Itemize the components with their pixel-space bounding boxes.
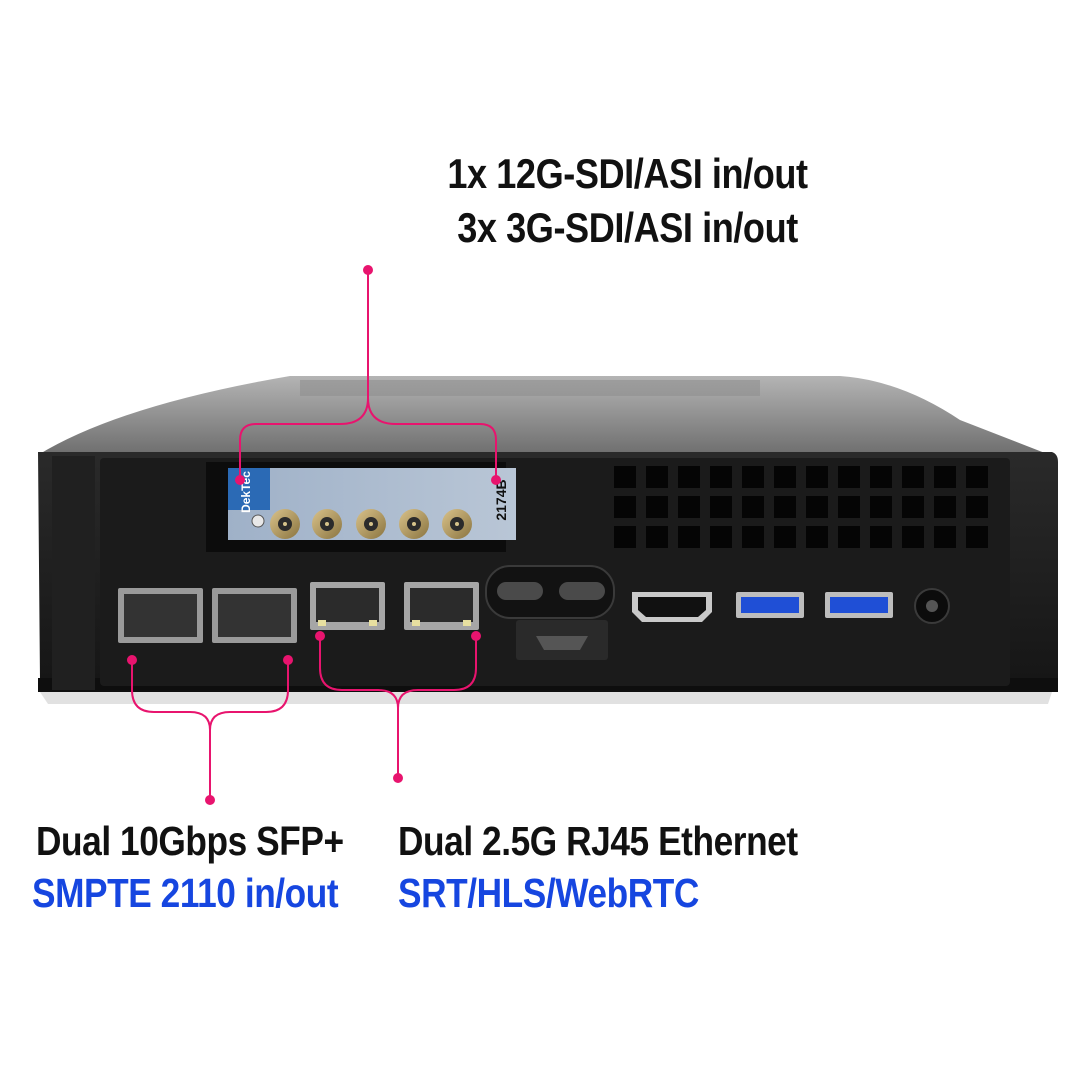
- bnc-connectors: [270, 509, 472, 539]
- vent-slot: [838, 526, 860, 548]
- hdmi-port: [632, 592, 712, 622]
- sfp-callout-title: Dual 10Gbps SFP+: [36, 818, 344, 864]
- vent-grid: [614, 466, 988, 548]
- vent-slot: [806, 466, 828, 488]
- vent-slot: [646, 466, 668, 488]
- vent-slot: [870, 526, 892, 548]
- rj45-ports: [310, 582, 479, 630]
- callout-lines: [131, 270, 497, 800]
- vent-slot: [806, 526, 828, 548]
- bnc-port: [356, 509, 386, 539]
- vent-slot: [742, 466, 764, 488]
- vent-slot: [902, 496, 924, 518]
- vent-slot: [806, 496, 828, 518]
- vent-slot: [774, 526, 796, 548]
- vent-slot: [902, 526, 924, 548]
- bnc-port: [312, 509, 342, 539]
- vent-slot: [710, 466, 732, 488]
- sfp-cages: [118, 588, 297, 643]
- sdi-card: DekTec 2174B: [206, 462, 516, 552]
- bnc-port: [442, 509, 472, 539]
- bnc-port: [270, 509, 300, 539]
- vent-slot: [742, 496, 764, 518]
- vent-slot: [902, 466, 924, 488]
- vent-slot: [966, 466, 988, 488]
- vent-slot: [774, 496, 796, 518]
- vent-slot: [934, 496, 956, 518]
- vent-slot: [646, 526, 668, 548]
- dc-power-jack: [914, 588, 950, 624]
- chassis-top: [38, 376, 1050, 455]
- vent-slot: [742, 526, 764, 548]
- callout-dots: [127, 265, 501, 805]
- bnc-port: [399, 509, 429, 539]
- sdi-callout-line1: 1x 12G-SDI/ASI in/out: [447, 150, 808, 197]
- vent-slot: [966, 496, 988, 518]
- vent-slot: [710, 496, 732, 518]
- ethernet-callout-subtitle: SRT/HLS/WebRTC: [398, 870, 699, 916]
- sdi-callout-line2: 3x 3G-SDI/ASI in/out: [457, 204, 798, 251]
- vent-slot: [678, 496, 700, 518]
- vent-slot: [966, 526, 988, 548]
- vent-slot: [678, 466, 700, 488]
- vent-slot: [678, 526, 700, 548]
- usb-a-ports: [736, 592, 893, 618]
- vent-slot: [710, 526, 732, 548]
- svg-text:2174B: 2174B: [493, 479, 509, 520]
- vent-slot: [774, 466, 796, 488]
- sfp-callout-subtitle: SMPTE 2110 in/out: [32, 870, 339, 916]
- vent-slot: [934, 526, 956, 548]
- usb-c-ports: [485, 565, 615, 660]
- vent-slot: [934, 466, 956, 488]
- vent-slot: [838, 496, 860, 518]
- vent-slot: [614, 526, 636, 548]
- vent-slot: [646, 496, 668, 518]
- vent-slot: [870, 466, 892, 488]
- vent-slot: [614, 496, 636, 518]
- ethernet-callout-title: Dual 2.5G RJ45 Ethernet: [398, 818, 798, 864]
- vent-slot: [870, 496, 892, 518]
- vent-slot: [838, 466, 860, 488]
- vent-slot: [614, 466, 636, 488]
